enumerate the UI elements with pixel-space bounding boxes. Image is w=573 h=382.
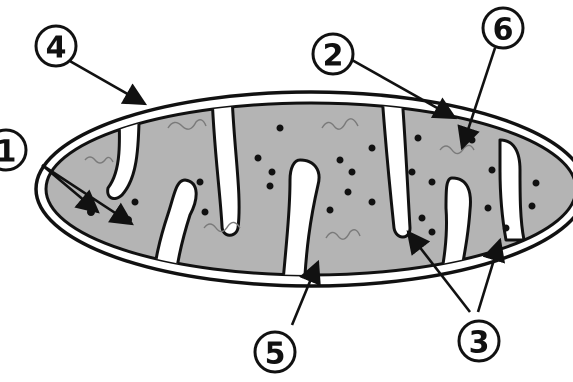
granule [429,179,436,186]
label-3: 3 [459,321,499,361]
granule [369,199,376,206]
granule [269,169,276,176]
granule [419,215,426,222]
granule [409,169,416,176]
granule [267,183,274,190]
granule [337,157,344,164]
label-6: 6 [483,8,523,48]
granule [255,155,262,162]
label-6-text: 6 [493,13,514,48]
granule [369,145,376,152]
label-5-text: 5 [265,337,286,372]
granule [529,203,536,210]
granule [202,209,209,216]
label-1-text: 1 [0,135,16,170]
label-2-text: 2 [323,39,344,74]
granule [429,229,436,236]
granule [503,225,510,232]
label-4: 4 [36,26,76,66]
label-5: 5 [255,332,295,372]
granule [132,199,139,206]
label-3-text: 3 [469,326,490,361]
label-1: 1 [0,130,26,170]
granule [415,135,422,142]
granule [327,207,334,214]
granule [533,180,540,187]
granule [345,189,352,196]
label-2: 2 [313,34,353,74]
pointer-4 [68,60,145,104]
granule [277,125,284,132]
granule [197,179,204,186]
granule [489,167,496,174]
granule [349,169,356,176]
granule [469,137,476,144]
granule [485,205,492,212]
label-4-text: 4 [46,31,67,66]
